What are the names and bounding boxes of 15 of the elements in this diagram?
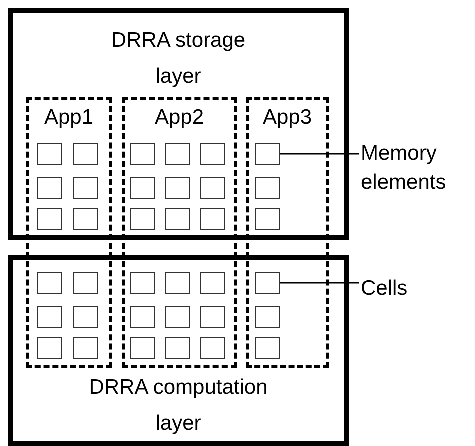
app-label: App3	[262, 105, 314, 131]
app-region	[26, 97, 112, 368]
computation-layer-box	[8, 255, 349, 446]
layer-title: DRRA storage layer	[110, 28, 247, 90]
app-region	[122, 97, 237, 368]
leader-line	[280, 153, 359, 155]
layer-title: DRRA computation layer	[88, 375, 269, 437]
storage-layer-box	[8, 8, 349, 240]
leader-line	[280, 282, 359, 284]
callout-label: Cells	[361, 274, 421, 304]
app-label: App2	[154, 105, 206, 131]
memory-element-box	[255, 143, 280, 165]
cell-box	[255, 272, 280, 294]
app-label: App1	[43, 105, 95, 131]
callout-label: Memory elements	[361, 139, 473, 199]
